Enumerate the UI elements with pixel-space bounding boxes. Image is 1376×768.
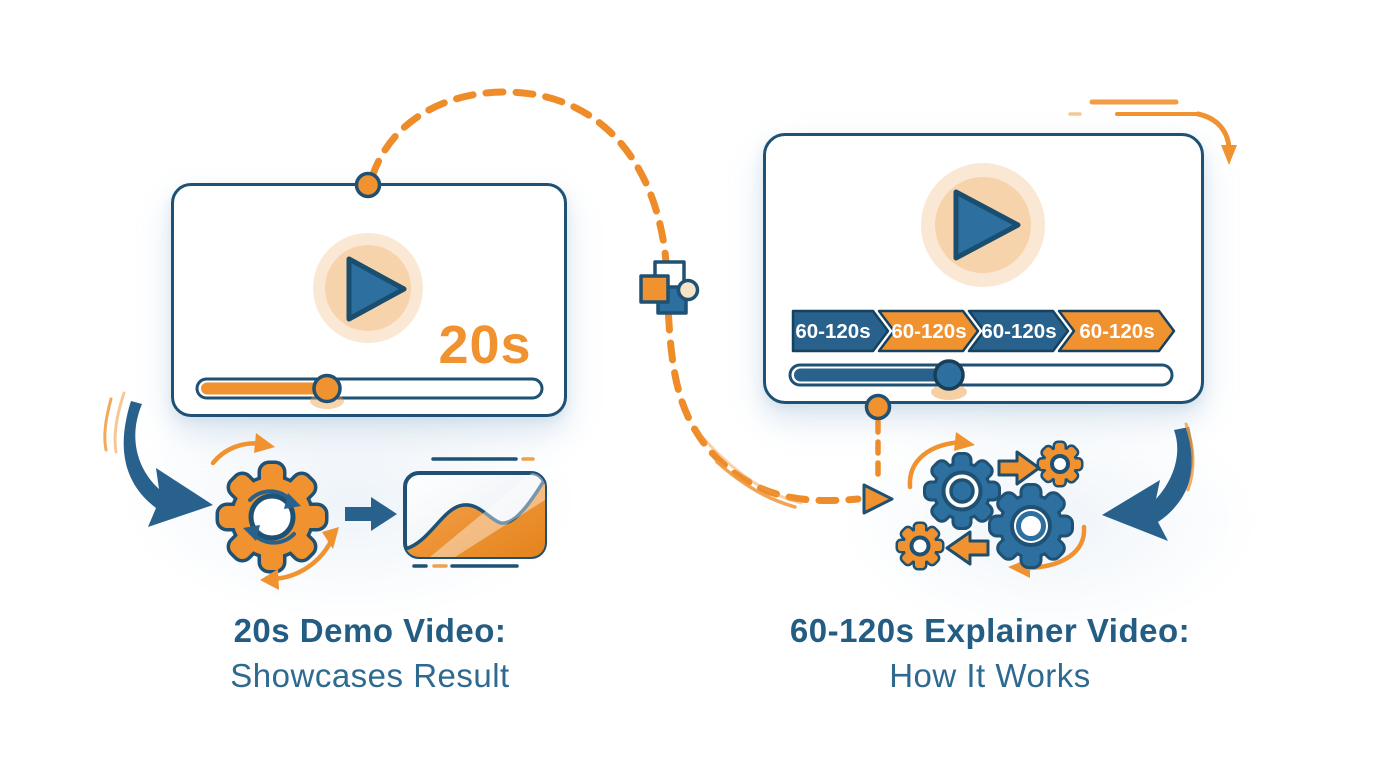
arrow-right-icon: [345, 497, 397, 531]
frames-stack-icon: [639, 260, 700, 315]
rotation-arcs-icon: [907, 439, 1087, 571]
gear-cycle-icon: [210, 433, 339, 590]
duration-badge: 20s: [438, 315, 532, 375]
arrow-left-icon: [945, 530, 990, 566]
arrow-right-icon: [997, 450, 1041, 486]
gears-mesh-icon: [895, 432, 1087, 578]
left-caption-subtitle: Showcases Result: [230, 657, 510, 694]
image-chart-icon: [403, 457, 547, 568]
background-tint: [840, 400, 1260, 640]
swoosh-arrow-icon: [1102, 427, 1194, 541]
flow-arrowhead-icon: [862, 483, 894, 515]
explainer-video-player-card: [763, 133, 1204, 404]
rotation-arcs-icon: [210, 441, 336, 582]
cycle-arrows-icon: [248, 489, 296, 545]
left-caption: 20s Demo Video: Showcases Result: [130, 608, 610, 698]
left-caption-title: 20s Demo Video:: [233, 612, 507, 649]
speed-lines-icon: [695, 429, 803, 509]
right-caption-subtitle: How It Works: [889, 657, 1091, 694]
right-caption-title: 60-120s Explainer Video:: [789, 612, 1191, 649]
demo-video-player-card: [171, 183, 567, 417]
speed-lines-icon: [103, 391, 126, 454]
swoosh-arrow-icon: [123, 401, 213, 527]
right-caption: 60-120s Explainer Video: How It Works: [740, 608, 1240, 698]
speed-lines-icon: [1184, 422, 1195, 492]
